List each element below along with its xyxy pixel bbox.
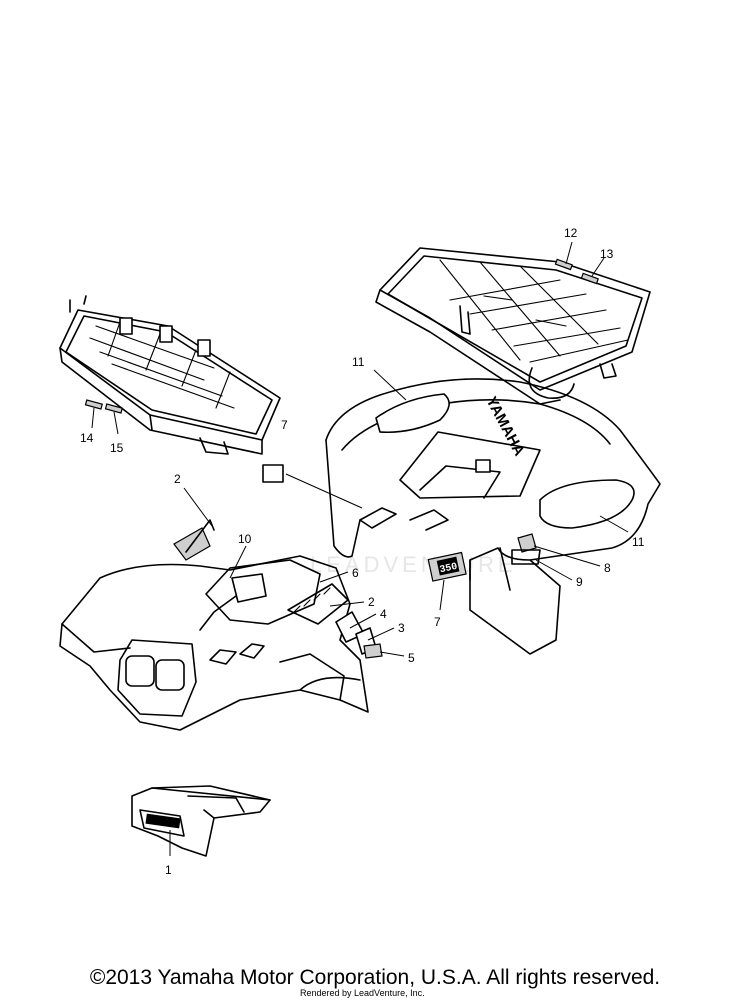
callout-7-top: 7 xyxy=(281,418,288,432)
callout-labels: 1 2 10 6 2 4 3 5 7 7 8 9 11 11 12 13 14 … xyxy=(80,226,645,877)
watermark-text: LEADVENTURE xyxy=(310,552,517,577)
callout-9: 9 xyxy=(576,575,583,589)
emblem-badge-text: 350 xyxy=(439,562,459,577)
rear-carrier-rack xyxy=(375,247,651,405)
fender-brand-text: YAMAHA xyxy=(482,394,527,459)
front-panel xyxy=(131,785,271,857)
callout-4: 4 xyxy=(380,607,387,621)
callout-15: 15 xyxy=(110,441,124,455)
callout-13: 13 xyxy=(600,247,614,261)
callout-12: 12 xyxy=(564,226,578,240)
callout-6: 6 xyxy=(352,566,359,580)
part-8-reflector xyxy=(517,533,537,553)
front-carrier-rack xyxy=(59,295,281,455)
front-fender xyxy=(59,519,369,731)
copyright-notice: ©2013 Yamaha Motor Corporation, U.S.A. A… xyxy=(89,966,661,989)
emblem-350: 350 xyxy=(427,551,467,582)
leader-lines xyxy=(91,241,629,856)
decal-7 xyxy=(262,464,284,483)
callout-11-top: 11 xyxy=(352,355,365,369)
part-9-label xyxy=(511,549,541,565)
rendered-by-note: Rendered by LeadVenture, Inc. xyxy=(300,988,425,998)
callout-7-bottom: 7 xyxy=(434,615,441,629)
callout-1: 1 xyxy=(165,863,172,877)
callout-3: 3 xyxy=(398,621,405,635)
callout-14: 14 xyxy=(80,431,94,445)
callout-8: 8 xyxy=(604,561,611,575)
decal-5 xyxy=(363,643,383,659)
callout-10: 10 xyxy=(238,532,252,546)
callout-2-left: 2 xyxy=(174,472,181,486)
callout-2-right: 2 xyxy=(368,595,375,609)
rear-fender: YAMAHA xyxy=(325,378,661,655)
callout-11-right: 11 xyxy=(632,535,645,549)
callout-5: 5 xyxy=(408,651,415,665)
